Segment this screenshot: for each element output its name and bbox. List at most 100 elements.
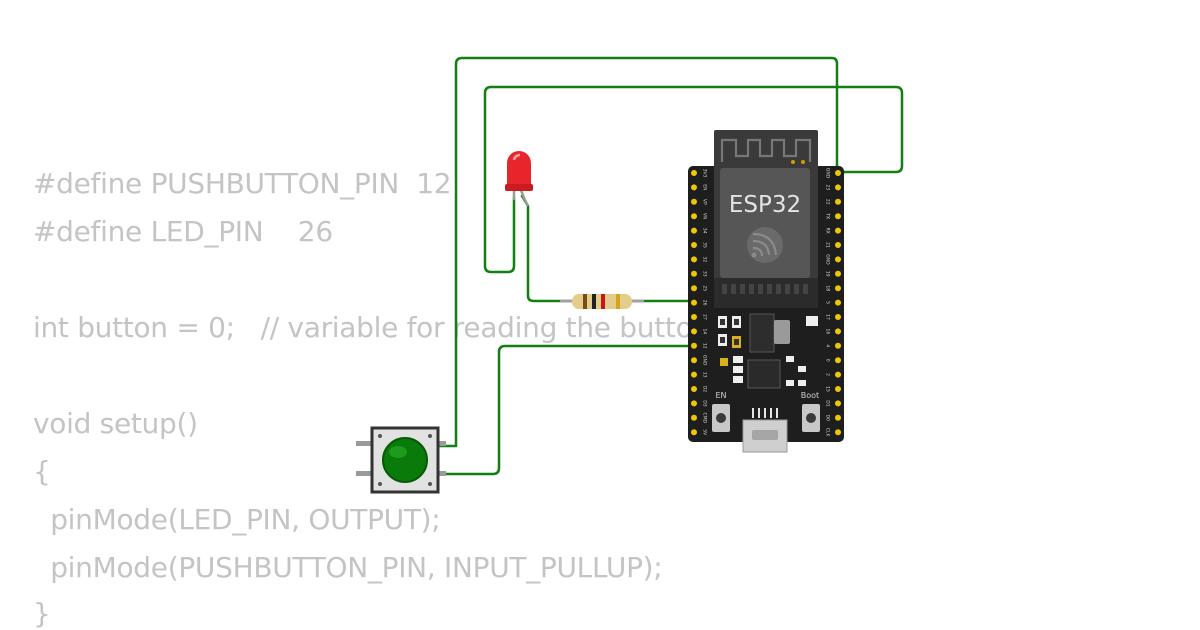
resistor-band <box>601 294 605 309</box>
led-body <box>507 151 531 190</box>
left-pin-d3[interactable] <box>691 400 697 407</box>
right-pin-d0[interactable] <box>835 414 841 421</box>
right-pin-label: 21 <box>825 242 831 248</box>
resistor-band <box>616 294 620 309</box>
led-anode-leg <box>519 189 530 207</box>
code-line: void setup() <box>33 407 198 440</box>
left-pin-14[interactable] <box>691 328 697 335</box>
right-pin-rx[interactable] <box>835 227 841 234</box>
left-pin-12[interactable] <box>691 342 697 349</box>
module-label: ESP32 <box>729 192 801 218</box>
button-leg <box>436 441 446 446</box>
led-rim <box>505 184 533 191</box>
right-pin-gnd[interactable] <box>835 170 841 176</box>
right-pin-18[interactable] <box>835 285 841 292</box>
right-pin-gnd[interactable] <box>835 256 841 263</box>
left-pin-27[interactable] <box>691 314 697 320</box>
left-pin-label: 5V <box>702 429 708 436</box>
antenna-trace <box>720 138 812 162</box>
wire-led-anode-to-resistor[interactable] <box>520 194 562 303</box>
left-pin-34[interactable] <box>691 227 697 234</box>
right-pin-label: 23 <box>825 185 831 191</box>
module-shield <box>720 168 810 278</box>
left-pin-label: 12 <box>702 343 708 349</box>
right-pin-0[interactable] <box>835 357 841 364</box>
left-pin-32[interactable] <box>691 256 697 263</box>
left-pin-26[interactable] <box>691 299 697 306</box>
left-pin-label: 25 <box>702 285 708 291</box>
code-line: pinMode(PUSHBUTTON_PIN, INPUT_PULLUP); <box>33 551 663 584</box>
right-pin-label: D1 <box>825 400 831 406</box>
smd-components <box>718 316 818 386</box>
right-pin-label: CLK <box>825 428 831 438</box>
right-pin-label: GND <box>825 168 831 179</box>
wire-led-cathode-to-gnd[interactable] <box>483 85 904 274</box>
right-pin-19[interactable] <box>835 270 841 277</box>
right-pin-d1[interactable] <box>835 400 841 407</box>
en-label: EN <box>715 391 726 400</box>
wires <box>438 56 904 476</box>
right-pin-clk[interactable] <box>835 429 841 436</box>
button-cap[interactable] <box>382 437 428 483</box>
green-pushbutton[interactable] <box>356 426 446 494</box>
right-pin-tx[interactable] <box>835 213 841 220</box>
left-pin-label: 35 <box>702 242 708 248</box>
left-pin-33[interactable] <box>691 270 697 277</box>
right-pin-5[interactable] <box>835 299 841 306</box>
right-pin-label: 19 <box>825 271 831 277</box>
right-pin-15[interactable] <box>835 386 841 392</box>
right-pin-22[interactable] <box>835 198 841 205</box>
right-pin-label: 22 <box>825 199 831 205</box>
right-pin-4[interactable] <box>835 342 841 349</box>
right-pin-21[interactable] <box>835 242 841 248</box>
wire-button-to-gnd[interactable] <box>438 56 839 448</box>
code-line: pinMode(LED_PIN, OUTPUT); <box>33 503 441 536</box>
left-pin-en[interactable] <box>691 184 697 191</box>
left-pin-label: VP <box>702 199 708 205</box>
usb-uart-chip <box>747 359 781 389</box>
right-pin-label: 17 <box>825 314 831 320</box>
left-pin-35[interactable] <box>691 242 697 248</box>
left-pin-25[interactable] <box>691 285 697 292</box>
right-pin-2[interactable] <box>835 371 841 378</box>
button-leg <box>356 441 374 446</box>
left-pin-vp[interactable] <box>691 198 697 205</box>
left-pin-3v3[interactable] <box>691 170 697 176</box>
button-corner-dot <box>378 482 382 486</box>
red-led[interactable] <box>505 151 533 207</box>
left-pin-label: GND <box>702 355 708 366</box>
resistor[interactable] <box>560 294 644 309</box>
right-pin-label: RX <box>825 227 831 233</box>
button-corner-dot <box>378 434 382 438</box>
left-pin-d2[interactable] <box>691 386 697 392</box>
left-pin-13[interactable] <box>691 371 697 378</box>
right-pin-label: 5 <box>825 301 831 304</box>
right-pin-23[interactable] <box>835 184 841 191</box>
boot-label: Boot <box>801 391 819 400</box>
left-pin-label: 34 <box>702 228 708 234</box>
right-pin-16[interactable] <box>835 328 841 335</box>
boot-button-knob <box>806 413 816 423</box>
right-pin-label: 15 <box>825 386 831 392</box>
left-pin-label: VN <box>702 213 708 219</box>
resistor-band <box>583 294 587 309</box>
esp32-board[interactable]: ESP32 <box>688 130 844 453</box>
code-line: { <box>33 455 51 488</box>
left-pin-label: 27 <box>702 314 708 320</box>
right-pin-label: 18 <box>825 285 831 291</box>
left-pin-label: CMD <box>702 413 708 424</box>
left-pin-gnd[interactable] <box>691 357 697 364</box>
en-button-knob <box>716 413 726 423</box>
right-pin-label: 0 <box>825 359 831 362</box>
left-pin-5v[interactable] <box>691 429 697 436</box>
right-pin-label: TX <box>825 212 831 219</box>
wire-button-to-pin12[interactable] <box>438 344 696 476</box>
led-highlight <box>512 153 521 161</box>
left-pin-vn[interactable] <box>691 213 697 220</box>
left-pin-label: 33 <box>702 271 708 277</box>
left-pin-label: 14 <box>702 329 708 335</box>
right-pin-17[interactable] <box>835 314 841 320</box>
left-pin-cmd[interactable] <box>691 414 697 421</box>
